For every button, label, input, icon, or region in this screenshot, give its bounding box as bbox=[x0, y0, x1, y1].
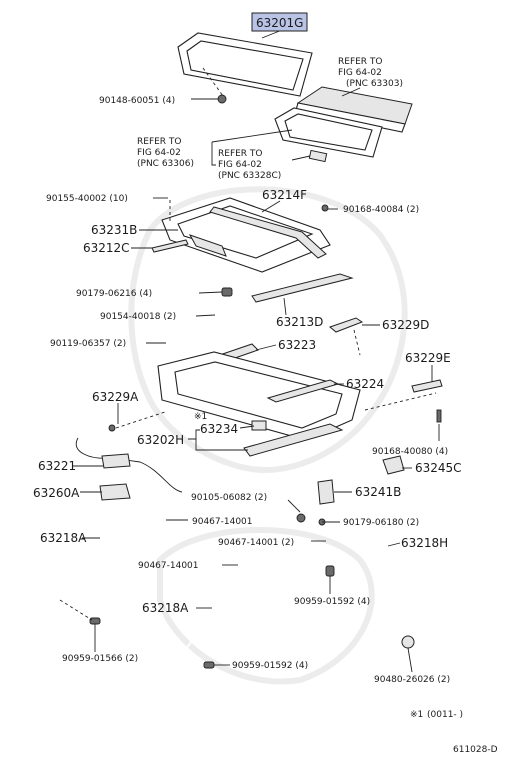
motor-63260a[interactable] bbox=[99, 483, 131, 501]
highlighted-part-box bbox=[251, 12, 308, 32]
sunshade-panel[interactable] bbox=[295, 86, 413, 133]
hose-clip-right[interactable] bbox=[325, 565, 335, 577]
label-63218a-center[interactable]: 63218A bbox=[142, 601, 189, 615]
refer-63328-line3: (PNC 63328C) bbox=[218, 171, 281, 181]
label-63229d[interactable]: 63229D bbox=[382, 318, 429, 332]
rail-63212c[interactable] bbox=[151, 239, 189, 253]
label-63212c[interactable]: 63212C bbox=[83, 241, 130, 255]
label-63229a[interactable]: 63229A bbox=[92, 390, 139, 404]
label-63201g[interactable]: 63201G bbox=[256, 16, 303, 30]
label-90155[interactable]: 90155-40002 (10) bbox=[46, 194, 128, 204]
label-63214f[interactable]: 63214F bbox=[262, 188, 307, 202]
bracket-63229d[interactable] bbox=[328, 317, 364, 333]
label-63260a[interactable]: 63260A bbox=[33, 486, 80, 500]
label-90179-06216[interactable]: 90179-06216 (4) bbox=[76, 289, 152, 299]
drain-hose-right[interactable] bbox=[339, 541, 441, 626]
sunroof-frame[interactable] bbox=[157, 351, 361, 441]
label-90168-40084[interactable]: 90168-40084 (2) bbox=[343, 205, 419, 215]
label-90105[interactable]: 90105-06082 (2) bbox=[191, 493, 267, 503]
label-63224[interactable]: 63224 bbox=[346, 377, 384, 391]
label-63229e[interactable]: 63229E bbox=[405, 351, 451, 365]
label-63245c[interactable]: 63245C bbox=[415, 461, 462, 475]
sunshade-lower-panel[interactable] bbox=[274, 107, 383, 158]
hose-grommet[interactable] bbox=[401, 635, 415, 649]
rail-63202h[interactable] bbox=[243, 423, 344, 457]
label-90959-01592-a[interactable]: 90959-01592 (4) bbox=[294, 597, 370, 607]
drive-cable-63221[interactable] bbox=[75, 437, 183, 493]
refer-63303-line2: FIG 64-02 bbox=[338, 68, 382, 78]
clip-63229a[interactable] bbox=[108, 424, 116, 432]
glass-bolt[interactable] bbox=[217, 94, 227, 104]
screw-90105[interactable] bbox=[296, 513, 306, 523]
screw-90168b[interactable] bbox=[436, 409, 442, 423]
bracket-63241b[interactable] bbox=[317, 479, 335, 505]
leader-lines bbox=[59, 29, 440, 673]
label-63223[interactable]: 63223 bbox=[278, 338, 316, 352]
drain-hose-left[interactable] bbox=[45, 518, 167, 649]
drain-63213d[interactable] bbox=[251, 273, 354, 303]
label-90959-01592-b[interactable]: 90959-01592 (4) bbox=[232, 661, 308, 671]
label-63234[interactable]: 63234 bbox=[200, 422, 238, 436]
block-63234[interactable] bbox=[251, 420, 267, 431]
diagram-code: 611028-D bbox=[453, 745, 498, 755]
watermark-emblem bbox=[128, 186, 408, 685]
bracket-63245c[interactable] bbox=[382, 455, 405, 475]
footnote-text: (0011- ) bbox=[427, 710, 463, 720]
label-63218h[interactable]: 63218H bbox=[401, 536, 448, 550]
label-63241b[interactable]: 63241B bbox=[355, 485, 401, 499]
refer-63306-line1: REFER TO bbox=[137, 137, 182, 147]
label-63213d[interactable]: 63213D bbox=[276, 315, 323, 329]
housing-rail-assy[interactable] bbox=[161, 197, 331, 273]
label-90119[interactable]: 90119-06357 (2) bbox=[50, 339, 126, 349]
refer-63328-line1: REFER TO bbox=[218, 149, 263, 159]
label-90467-14001-c[interactable]: 90467-14001 bbox=[138, 561, 199, 571]
label-90467-14001-b[interactable]: 90467-14001 (2) bbox=[218, 538, 294, 548]
footnote-mark: ※1 bbox=[410, 710, 423, 720]
refer-63303-line3: (PNC 63303) bbox=[346, 79, 403, 89]
lever-63229e[interactable] bbox=[411, 379, 443, 393]
label-90148[interactable]: 90148-60051 (4) bbox=[99, 96, 175, 106]
refer-63328-line2: FIG 64-02 bbox=[218, 160, 262, 170]
small-screw-90168[interactable] bbox=[321, 204, 329, 212]
label-63202h[interactable]: 63202H bbox=[137, 433, 184, 447]
label-90179-06180[interactable]: 90179-06180 (2) bbox=[343, 518, 419, 528]
label-90168-40080[interactable]: 90168-40080 (4) bbox=[372, 447, 448, 457]
label-63221[interactable]: 63221 bbox=[38, 459, 76, 473]
label-90154[interactable]: 90154-40018 (2) bbox=[100, 312, 176, 322]
refer-63306-line2: FIG 64-02 bbox=[137, 148, 181, 158]
label-90480[interactable]: 90480-26026 (2) bbox=[374, 675, 450, 685]
refer-63303-line1: REFER TO bbox=[338, 57, 383, 67]
label-90467-14001-a[interactable]: 90467-14001 bbox=[192, 517, 253, 527]
label-63231b[interactable]: 63231B bbox=[91, 223, 137, 237]
nut-90179[interactable] bbox=[221, 287, 233, 297]
label-63218a-left[interactable]: 63218A bbox=[40, 531, 87, 545]
refer-63306-line3: (PNC 63306) bbox=[137, 159, 194, 169]
guide-rail-63214f[interactable] bbox=[209, 206, 327, 259]
sunshade-clip[interactable] bbox=[308, 149, 328, 163]
sliding-roof-glass[interactable] bbox=[177, 32, 313, 97]
hose-clip-center[interactable] bbox=[203, 661, 215, 669]
star-note-mark: ※1 bbox=[194, 412, 207, 422]
drain-hose-center[interactable] bbox=[177, 567, 239, 713]
hose-clip-left[interactable] bbox=[89, 617, 101, 625]
label-90959-01566[interactable]: 90959-01566 (2) bbox=[62, 654, 138, 664]
